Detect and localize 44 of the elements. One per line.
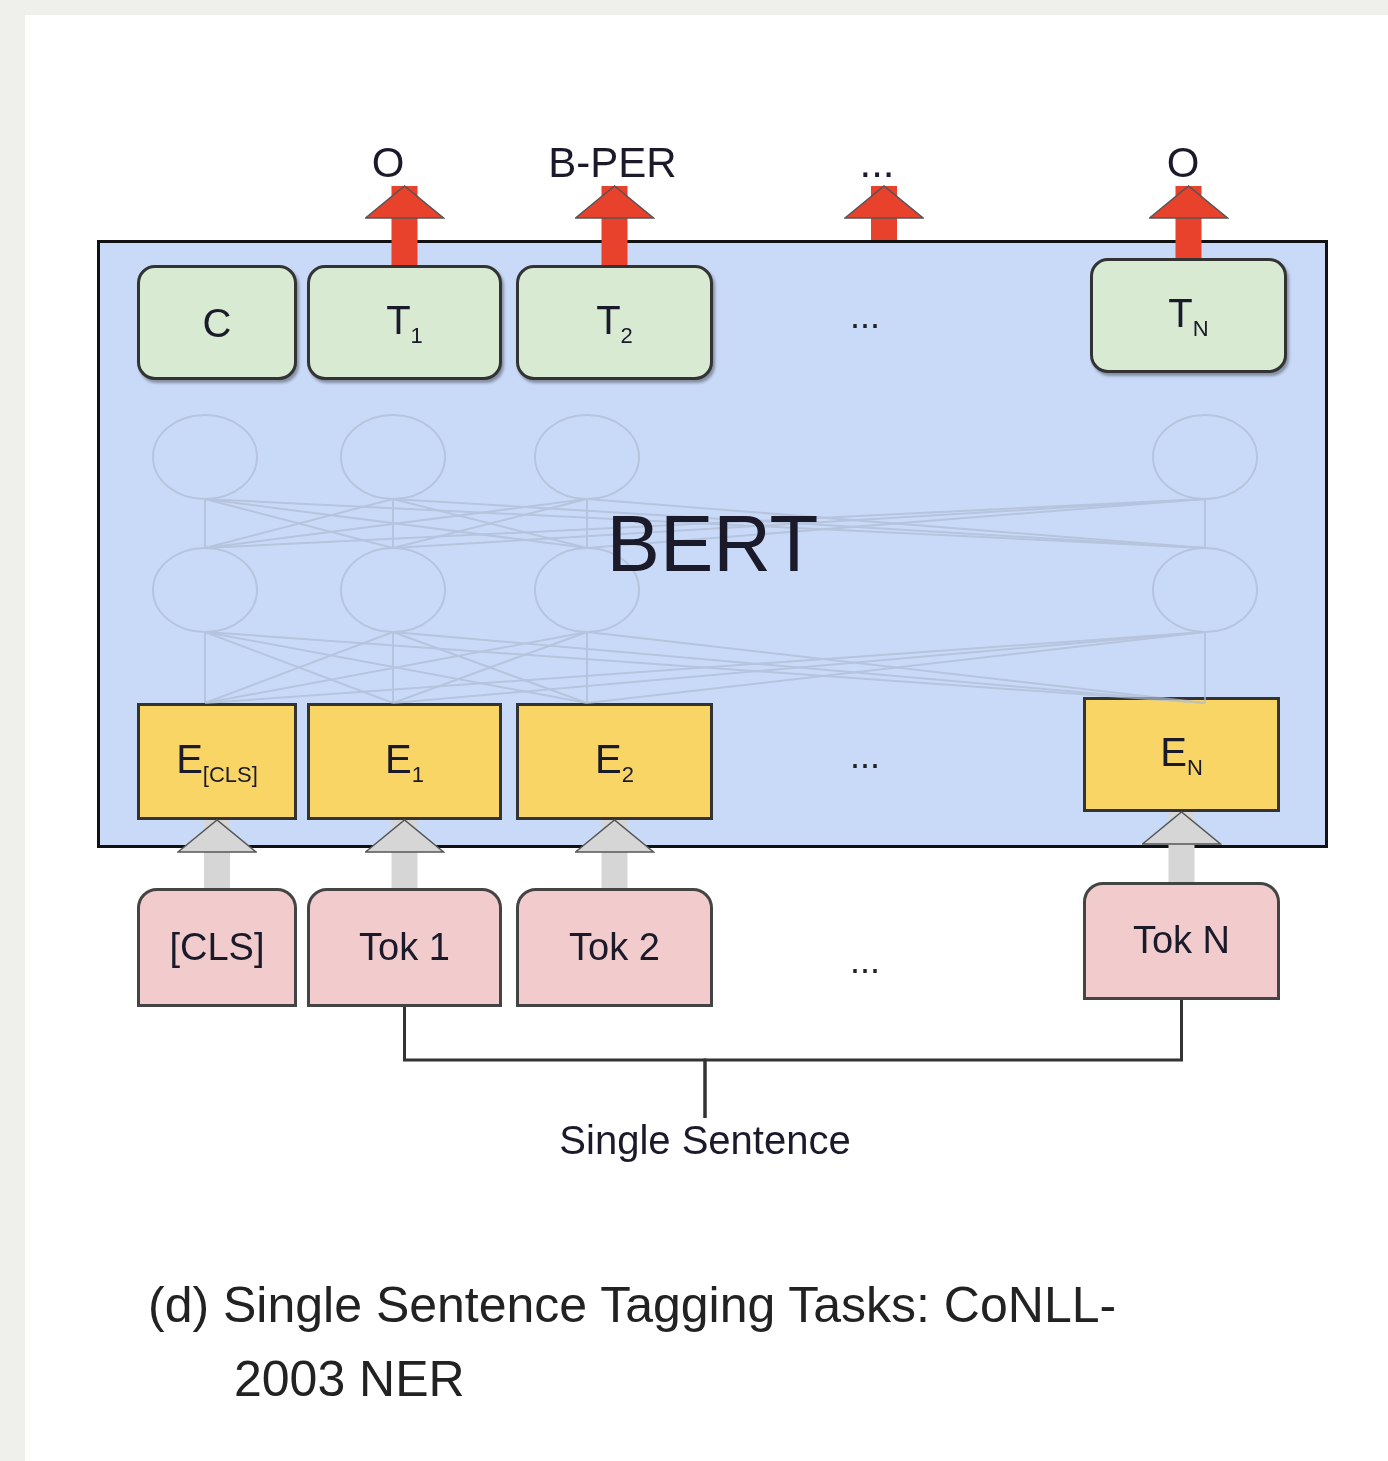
block-arrow [177, 819, 257, 888]
ellipsis-label: ... [850, 735, 880, 777]
output-box [516, 265, 713, 380]
node-label: [CLS] [169, 926, 265, 969]
tag-label: O [371, 139, 405, 186]
block-arrow [1148, 185, 1229, 258]
node-label: T$_{1}$ [386, 297, 423, 348]
ellipsis-label: ... [850, 295, 880, 337]
block-arrow [364, 185, 445, 265]
ellipsis-label: ... [850, 940, 880, 982]
token-box [137, 888, 297, 1007]
embedding-box [137, 703, 297, 820]
caption: (d) Single Sentence Tagging Tasks: CoNLL-2003 NER [148, 1276, 1118, 1409]
output-box [137, 265, 297, 380]
output-box [307, 265, 502, 380]
node-label: BERT [606, 500, 819, 588]
block-arrow [364, 819, 445, 888]
embedding-box [516, 703, 713, 820]
block-arrow [1141, 811, 1222, 882]
output-box [1090, 258, 1287, 373]
embedding-box [307, 703, 502, 820]
token-box [1083, 882, 1280, 1000]
node-label: E$_{[CLS]}$ [176, 736, 258, 787]
node-label: T$_{2}$ [596, 297, 633, 348]
tag-label: O [1166, 139, 1200, 186]
input-label: Single Sentence [559, 1118, 851, 1162]
node-label: Tok 1 [359, 926, 450, 969]
node-label: E$_{1}$ [385, 736, 424, 787]
bracket-line [703, 1000, 1183, 1118]
token-box [307, 888, 502, 1007]
block-arrow [574, 819, 655, 888]
node-label: E$_{2}$ [595, 736, 634, 787]
node-label: E$_{N}$ [1160, 729, 1203, 780]
tag-label: ... [859, 139, 895, 186]
node-label: Tok 2 [569, 926, 660, 969]
token-box [516, 888, 713, 1007]
tag-label: B-PER [548, 139, 677, 186]
node-label: C [202, 300, 232, 345]
block-arrow [844, 185, 924, 240]
block-arrow [574, 185, 655, 265]
node-label: T$_{N}$ [1168, 290, 1209, 341]
node-label: Tok N [1132, 920, 1231, 962]
embedding-box [1083, 697, 1280, 812]
model-block [97, 240, 1328, 848]
